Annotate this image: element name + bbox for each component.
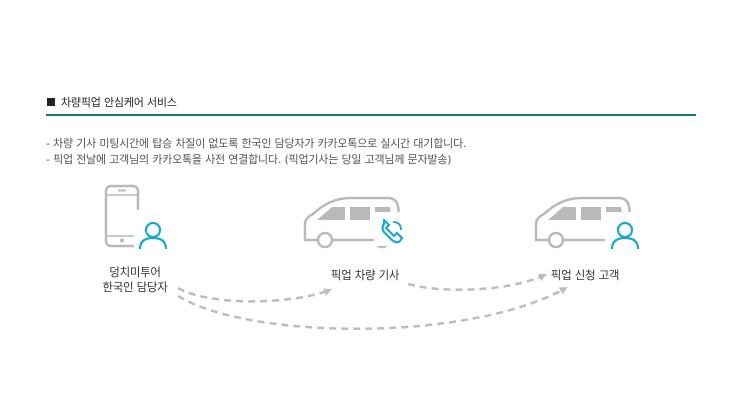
arrow-staff-to-driver: [177, 286, 332, 303]
square-bullet-icon: [47, 98, 55, 106]
staff-label-line2: 한국인 담당자: [102, 280, 168, 294]
note-line: - 픽업 전날에 고객님의 카카오톡을 사전 연결합니다. (픽업기사는 당일 …: [46, 153, 452, 166]
arrow-driver-to-customer: [407, 273, 547, 291]
section-title: 차량픽업 안심케어 서비스: [47, 94, 177, 110]
customer-label: 픽업 신청 고객: [550, 268, 620, 282]
driver-label: 픽업 차량 기사: [330, 268, 400, 282]
section-title-text: 차량픽업 안심케어 서비스: [61, 96, 177, 109]
staff-label: 덩치미투어 한국인 담당자: [80, 265, 190, 295]
title-divider: [46, 114, 696, 116]
smartphone-person-icon: [104, 184, 172, 250]
note-line: - 차량 기사 미팅시간에 탑승 차질이 없도록 한국인 담당자가 카카오톡으로…: [46, 137, 467, 150]
van-person-icon: [534, 196, 645, 250]
arrow-staff-to-customer: [177, 286, 568, 331]
notes-list: - 차량 기사 미팅시간에 탑승 차질이 없도록 한국인 담당자가 카카오톡으로…: [46, 136, 466, 168]
staff-label-line1: 덩치미투어: [109, 265, 161, 279]
van-phone-icon: [303, 196, 410, 249]
